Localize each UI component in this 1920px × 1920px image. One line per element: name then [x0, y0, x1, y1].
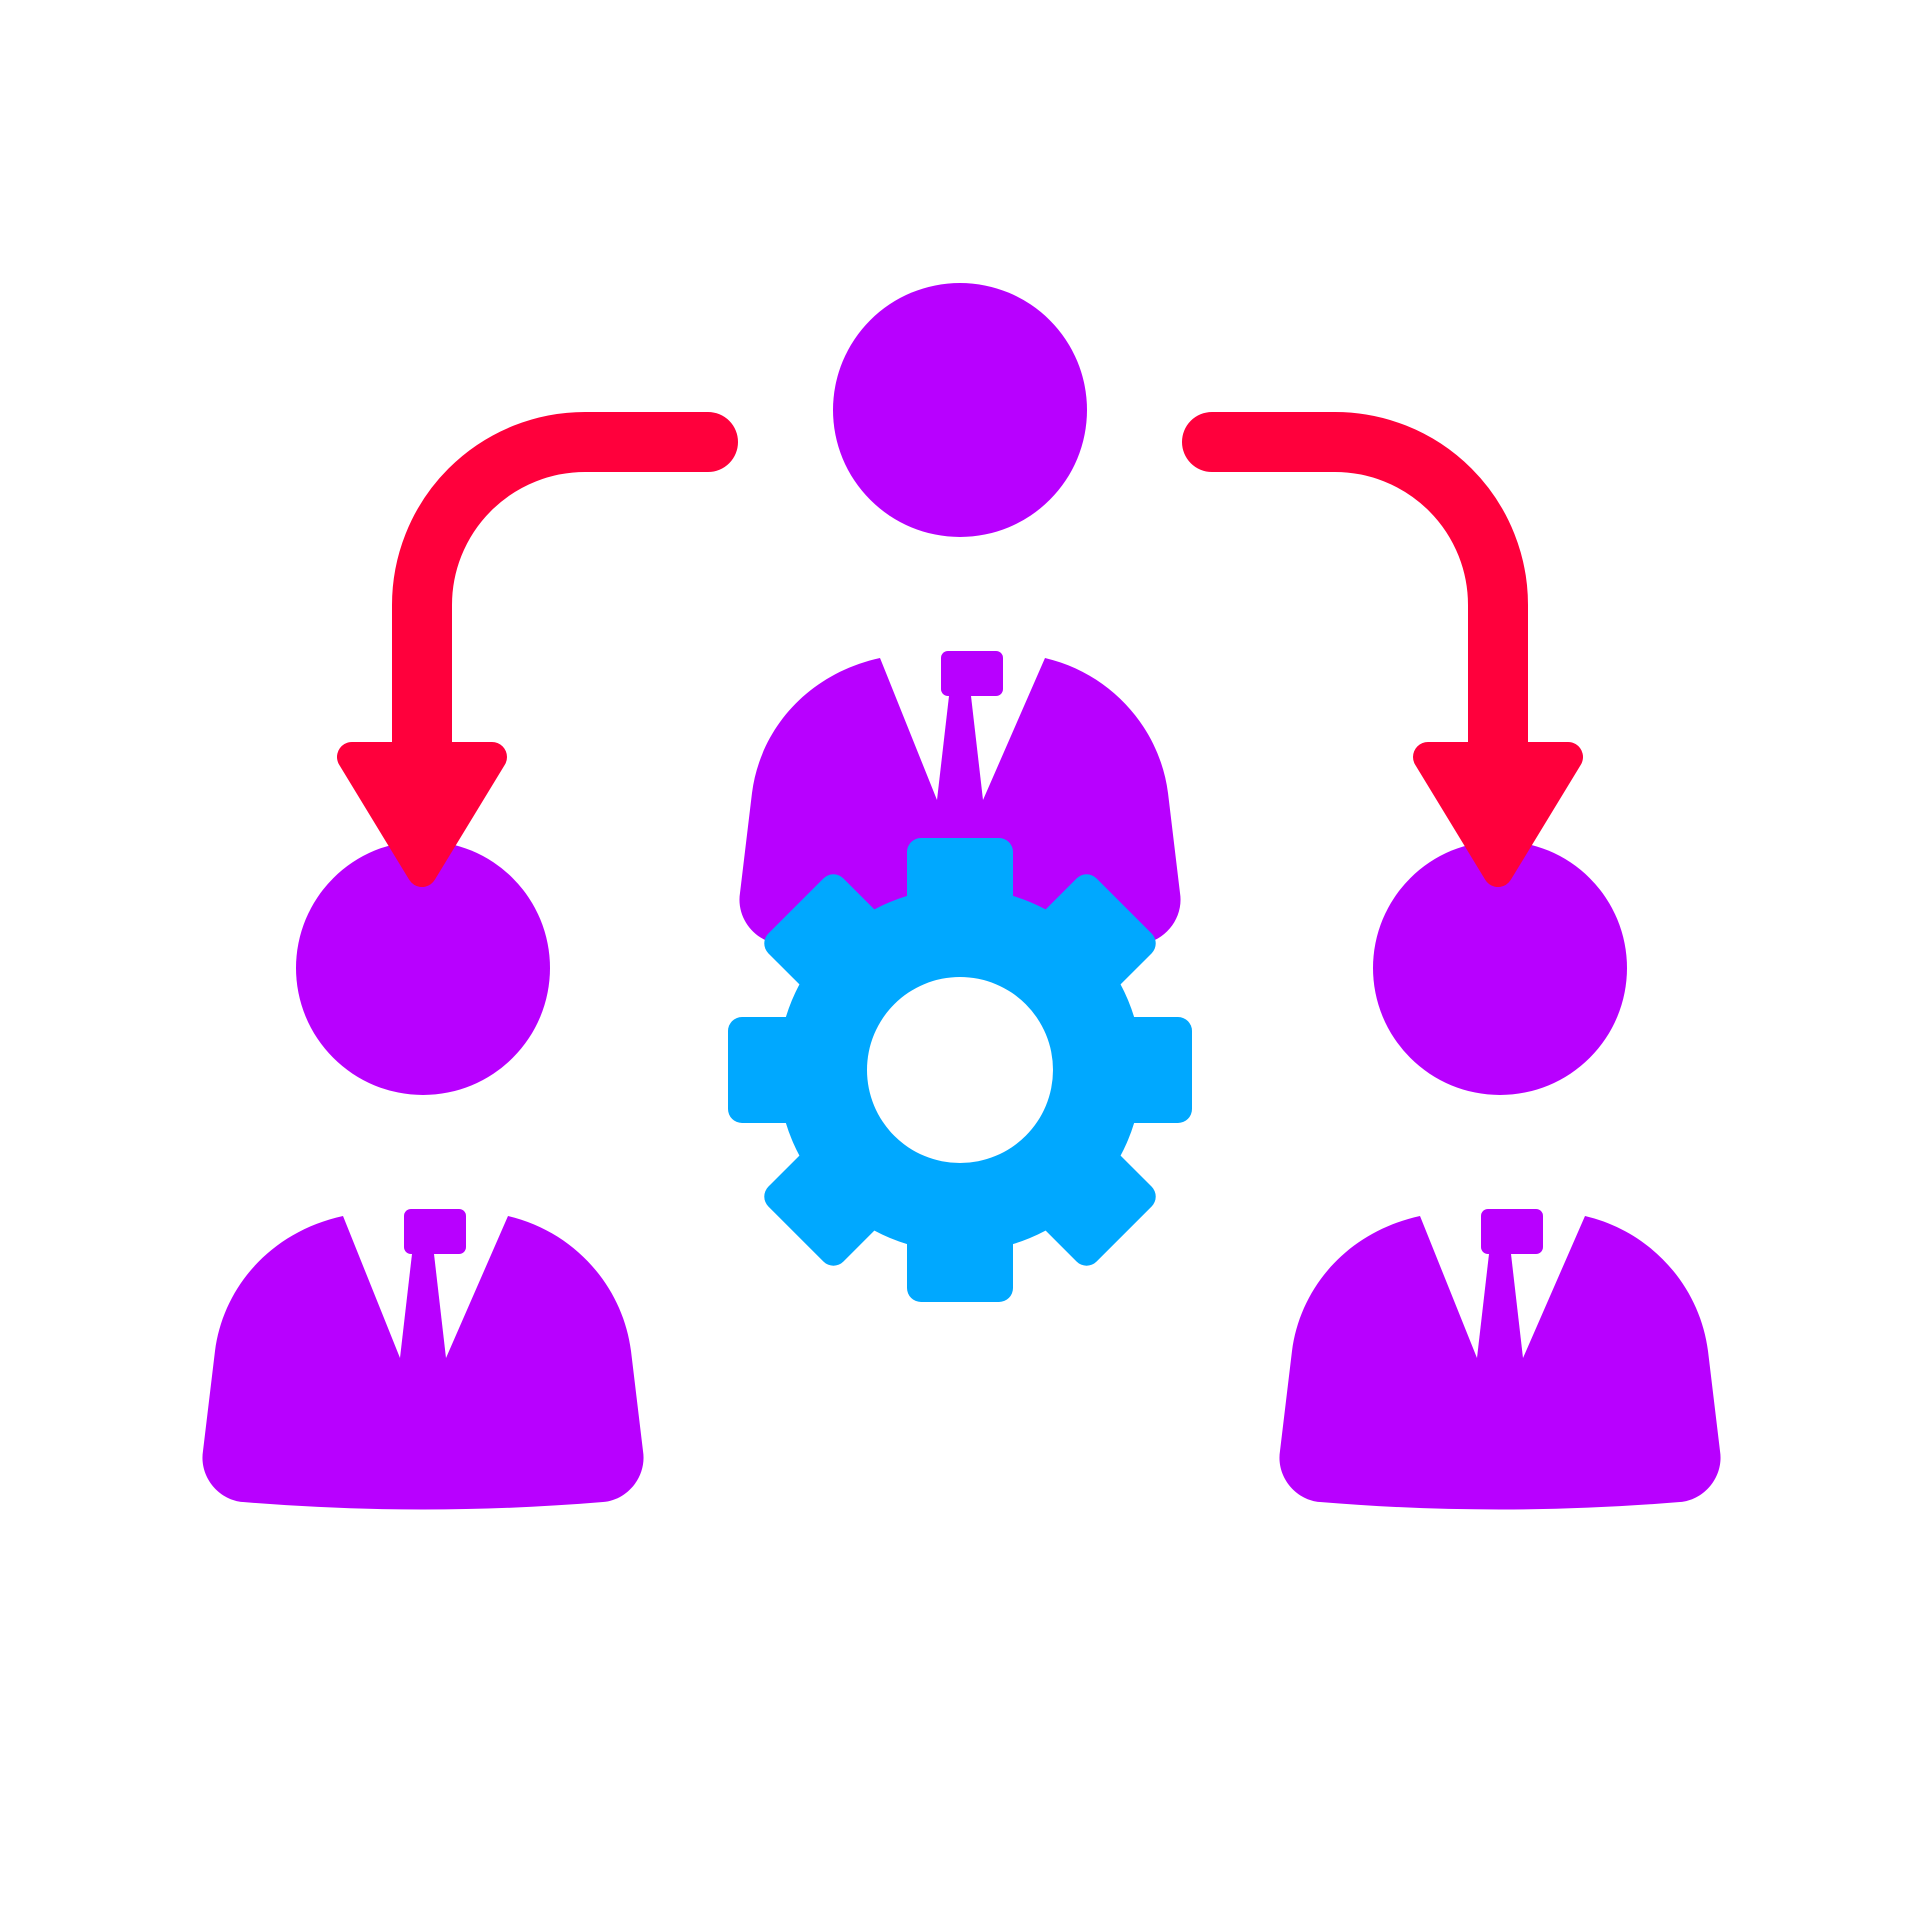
curved-arrow-icon-left — [352, 442, 708, 872]
gear-hole — [867, 977, 1053, 1163]
person-icon-bottom-left — [202, 841, 644, 1510]
gear-icon — [728, 838, 1192, 1302]
person-icon-bottom-right — [1279, 841, 1721, 1510]
curved-arrow-icon-right — [1212, 442, 1568, 872]
